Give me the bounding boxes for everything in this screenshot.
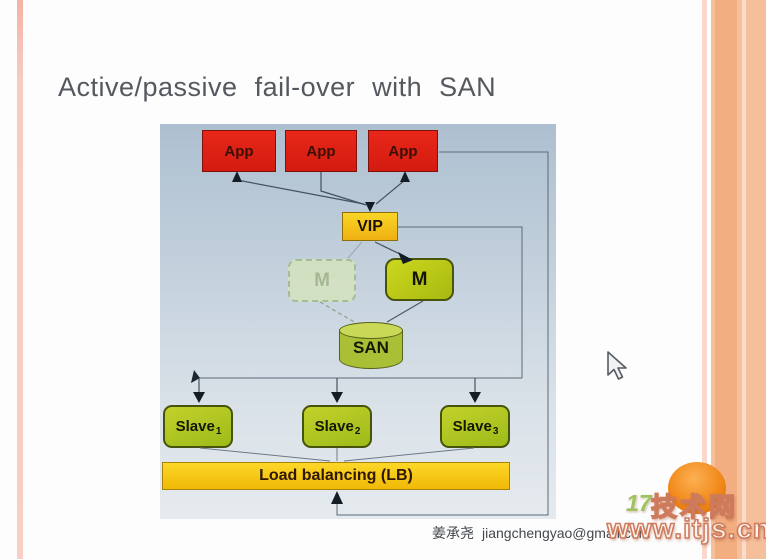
load-balancing-bar: Load balancing (LB) (162, 462, 510, 490)
slide-title: Active/passive fail-over with SAN (58, 72, 497, 102)
watermark-site-url: www.itjs.cn (606, 512, 766, 545)
watermark-logo-number: 17 (626, 490, 652, 516)
san-cylinder-top (339, 322, 403, 339)
watermark-logo-text: 技术网 (650, 491, 739, 523)
mouse-cursor-icon (607, 351, 627, 380)
author-credit: 姜承尧 jiangchengyao@gmail.com (432, 523, 650, 543)
load-balancing-label: Load balancing (LB) (259, 467, 413, 484)
san-label: SAN (353, 338, 389, 357)
vip-label: VIP (357, 217, 383, 235)
app-node-3: App (368, 130, 438, 172)
slave-2-subscript: 2 (354, 426, 361, 437)
master-standby-label: M (314, 269, 330, 291)
app-node-1-label: App (224, 142, 254, 160)
left-edge-stripe (17, 0, 23, 559)
san-storage-cylinder: SAN (339, 322, 403, 369)
master-active-label: M (411, 268, 428, 290)
slave-2-label: Slave (314, 418, 354, 435)
slave-3-subscript: 3 (492, 426, 499, 437)
master-active-node: M (385, 258, 454, 301)
app-node-2-label: App (306, 142, 336, 160)
vip-node: VIP (342, 212, 398, 241)
slave-3-label: Slave (452, 418, 492, 435)
app-node-3-label: App (388, 142, 418, 160)
slave-1-label: Slave (175, 418, 215, 435)
master-standby-node: M (288, 259, 356, 302)
slave-1-subscript: 1 (215, 426, 222, 437)
author-name: 姜承尧 (432, 525, 474, 541)
app-node-1: App (202, 130, 276, 172)
author-email: jiangchengyao@gmail.com (482, 525, 651, 541)
app-node-2: App (285, 130, 357, 172)
orange-ball-decoration (668, 462, 726, 514)
